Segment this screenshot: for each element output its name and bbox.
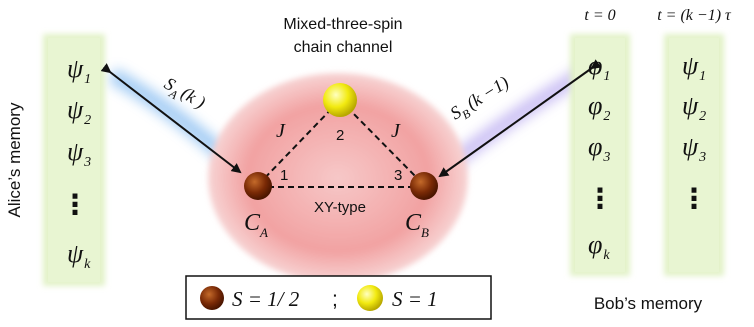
site-index-2: 2	[336, 127, 344, 144]
alice-psi-3: ψ3	[67, 137, 91, 170]
bob-swap-arrow	[438, 59, 602, 178]
bob-ellipsis-t0: ⋮	[586, 183, 614, 214]
alice-ellipsis: ⋮	[61, 189, 89, 220]
legend: S = 1/ 2 ; S = 1	[185, 275, 492, 320]
bob-time-tk: t = (k −1) τ	[657, 7, 732, 24]
alice-psi-1: ψ1	[67, 54, 91, 87]
alice-psi-2: ψ2	[67, 95, 91, 128]
spin-half-site-3	[410, 172, 438, 200]
cb-label: CB	[405, 210, 429, 240]
legend-box	[185, 275, 492, 320]
bob-time-t0: t = 0	[584, 7, 615, 24]
bob-memory-label: Bob’s memory	[594, 294, 703, 313]
ca-label: CA	[244, 210, 268, 240]
spin-half-site-1	[244, 172, 272, 200]
bob-psi-1: ψ1	[682, 51, 706, 84]
alice-swap-arrow	[100, 63, 242, 174]
channel-blob	[208, 73, 468, 283]
channel-title-line1: Mixed-three-spin	[283, 16, 402, 33]
site-index-1: 1	[280, 167, 288, 184]
bob-phi-k: φk	[588, 230, 610, 263]
alice-memory-label: Alice’s memory	[5, 102, 24, 217]
channel-title-line2: chain channel	[294, 39, 393, 56]
legend-spin-one-text: S = 1	[392, 287, 438, 311]
bob-memory-panel-tk	[664, 34, 724, 276]
bob-psi-3: ψ3	[682, 132, 706, 165]
bob-ellipsis-tk: ⋮	[680, 183, 708, 214]
legend-separator: ;	[332, 288, 338, 311]
coupling-left-label: J	[276, 120, 286, 142]
legend-spin-half-text: S = 1/ 2	[232, 287, 300, 311]
coupling-right-label: J	[391, 120, 401, 142]
alice-memory-items: ψ1 ψ2 ψ3 ⋮ ψk	[61, 54, 91, 272]
legend-spin-one-icon	[357, 285, 383, 311]
bob-psi-2: ψ2	[682, 91, 706, 124]
legend-spin-half-icon	[200, 286, 224, 310]
spin-one-site-2	[323, 83, 357, 117]
alice-memory-panel	[43, 34, 105, 286]
xy-type-label: XY-type	[314, 199, 366, 216]
site-index-3: 3	[394, 167, 402, 184]
alice-psi-k: ψk	[67, 239, 91, 272]
bob-memory-items-tk: ψ1 ψ2 ψ3 ⋮	[680, 51, 708, 214]
